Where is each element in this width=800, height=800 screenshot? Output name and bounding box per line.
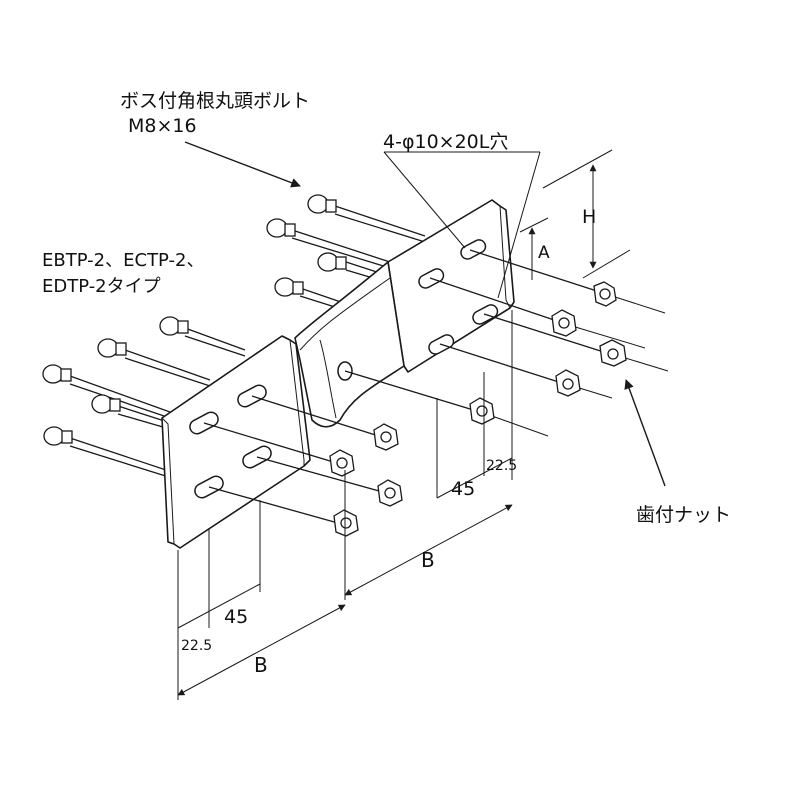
bolt [307,194,426,243]
leader-lines [184,141,666,487]
right-plate [387,199,515,373]
dim-A-label: A [538,243,550,263]
dimension-lines [177,149,631,700]
shafts-front [203,249,669,526]
nut [377,479,403,507]
bolt [97,338,211,387]
nut [333,509,359,537]
nut [555,369,581,397]
nut-name-label: 歯付ナット [636,504,732,526]
dim-H-label: H [582,206,597,228]
bolt [43,426,173,479]
slot [460,239,487,260]
dim-45-right-label: 45 [451,478,476,500]
nut [373,423,399,451]
dim-45-left-label: 45 [224,606,249,628]
center-bend [294,261,405,428]
bolt [42,364,171,419]
dim-22-5-left-label: 22.5 [181,638,213,654]
bolt [266,218,391,269]
hole-spec-label: 4-φ10×20L穴 [383,131,509,153]
nut [469,397,495,425]
nut [551,309,577,337]
left-plate [161,335,311,549]
dim-B-left-label: B [254,653,268,677]
nut [599,339,627,367]
bolt [159,316,246,357]
types-label-line1: EBTP-2、ECTP-2、 [42,250,205,271]
bolt-size-label: M8×16 [128,115,197,137]
bolt-name-label: ボス付角根丸頭ボルト [120,90,311,112]
types-label-line2: EDTP-2タイプ [42,276,161,297]
dim-22-5-right-label: 22.5 [486,458,518,474]
nut [593,281,617,307]
nut [329,449,355,477]
dim-B-right-label: B [421,548,435,572]
